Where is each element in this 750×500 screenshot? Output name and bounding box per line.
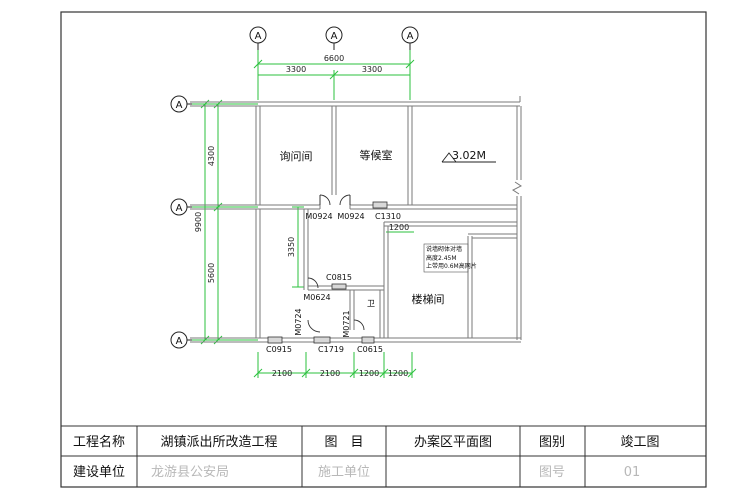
axis-label-top-3: A: [407, 31, 414, 42]
tb-project-name: 湖镇派出所改造工程: [160, 435, 277, 450]
room-inquiry: 询问间: [280, 150, 313, 163]
label-m0624: M0624: [303, 293, 330, 302]
note-box: [423, 243, 469, 273]
dim-left-total: 9900: [194, 212, 203, 232]
axis-label-top-2: A: [331, 31, 338, 42]
axis-label-left-1: A: [176, 100, 183, 111]
tb-drawing-no-label: 图号: [539, 465, 565, 480]
label-m0724: M0724: [294, 308, 303, 335]
tb-drawing-title-label: 图 目: [324, 435, 363, 450]
dimension-ticks: [200, 59, 417, 378]
dim-bottom-1: 2100: [272, 369, 292, 378]
dim-left-part-1: 4300: [207, 146, 216, 166]
level-value: 3.02M: [452, 149, 486, 162]
label-c0815: C0815: [326, 273, 352, 282]
windows: [267, 201, 388, 344]
tb-project-name-label: 工程名称: [73, 434, 125, 450]
note-line-2: 高度2.45M: [426, 254, 457, 262]
label-m0721: M0721: [342, 310, 351, 337]
tb-drawing-type: 竣工图: [620, 435, 659, 450]
dim-top-total: 6600: [324, 54, 344, 63]
note-line-3: 上带用0.6M高网片: [426, 262, 477, 270]
label-c1719: C1719: [318, 345, 344, 354]
room-waiting: 等候室: [360, 148, 393, 162]
room-wc: 卫: [367, 299, 375, 308]
room-stair: 楼梯间: [412, 292, 445, 306]
level-marker: [441, 152, 496, 163]
dim-interior-1200: 1200: [389, 223, 409, 232]
dimension-lines: [190, 42, 414, 378]
axis-label-top-1: A: [255, 31, 262, 42]
label-c1310: C1310: [375, 212, 401, 221]
door-swings: [307, 194, 365, 333]
dim-left-part-2: 5600: [207, 263, 216, 283]
dim-interior-3350: 3350: [287, 237, 296, 257]
tb-contractor-label: 施工单位: [318, 465, 370, 480]
label-m0924-b: M0924: [337, 212, 364, 221]
tb-drawing-no: 01: [624, 465, 641, 480]
dim-bottom-2: 2100: [320, 369, 340, 378]
axis-bubbles: [170, 26, 419, 349]
axis-label-left-3: A: [176, 336, 183, 347]
tb-drawing-title: 办案区平面图: [414, 435, 492, 450]
tb-client: 龙游县公安局: [151, 465, 229, 480]
tb-drawing-type-label: 图别: [539, 435, 565, 450]
label-c0915: C0915: [266, 345, 292, 354]
tb-client-label: 建设单位: [73, 465, 125, 480]
axis-label-left-2: A: [176, 203, 183, 214]
dim-top-part-1: 3300: [286, 65, 306, 74]
dim-bottom-4: 1200: [388, 369, 408, 378]
drawing-frame: [60, 11, 707, 488]
label-c0615: C0615: [357, 345, 383, 354]
title-block: [61, 425, 706, 487]
dim-bottom-3: 1200: [359, 369, 379, 378]
note-line-1: 说墙砌体对墙: [426, 245, 462, 253]
dim-top-part-2: 3300: [362, 65, 382, 74]
label-m0924-a: M0924: [305, 212, 332, 221]
